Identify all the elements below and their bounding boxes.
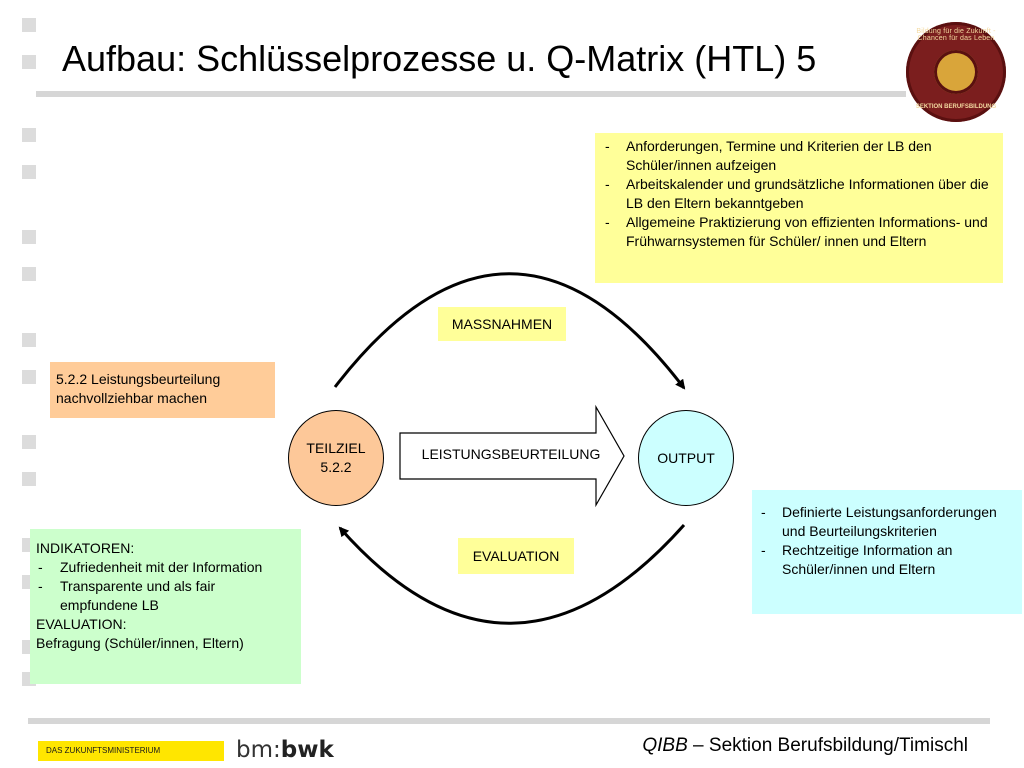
bmbwk-suffix: bwk: [280, 737, 334, 763]
footer-credit: QIBB – Sektion Berufsbildung/Timischl: [642, 735, 968, 757]
evaluation-text: Befragung (Schüler/innen, Eltern): [36, 635, 244, 651]
indicators-heading: INDIKATOREN:: [36, 540, 135, 556]
teilziel-node: TEILZIEL 5.2.2: [288, 410, 384, 506]
slide-bullet-marker: [22, 435, 36, 449]
logo-text-bottom: SEKTION BERUFSBILDUNG: [915, 104, 997, 110]
logo-face-icon: [934, 50, 978, 94]
sektion-berufsbildung-logo-icon: Bildung für die Zukunft - Chancen für da…: [906, 22, 1006, 122]
slide-bullet-marker: [22, 165, 36, 179]
evaluation-heading: EVALUATION:: [36, 616, 127, 632]
goal-box: 5.2.2 Leistungsbeurteilung nachvollziehb…: [50, 362, 275, 418]
bmbwk-prefix: bm:: [236, 737, 281, 763]
slide-bullet-marker: [22, 230, 36, 244]
indicators-box: INDIKATOREN: Zufriedenheit mit der Infor…: [30, 529, 301, 684]
bmbwk-logo: bm:bwk: [236, 737, 334, 763]
ministry-banner: DAS ZUKUNFTSMINISTERIUM: [38, 741, 224, 761]
footer-credit-qibb: QIBB: [642, 735, 688, 756]
bottom-arc-arrow: [338, 524, 686, 625]
footer-divider: [28, 718, 990, 724]
slide-title: Aufbau: Schlüsselprozesse u. Q-Matrix (H…: [62, 38, 817, 79]
output-item: Definierte Leistungsanforderungen und Be…: [755, 503, 1016, 541]
evaluation-label: EVALUATION: [458, 538, 574, 574]
slide-bullet-marker: [22, 472, 36, 486]
slide-bullet-marker: [22, 333, 36, 347]
requirement-item: Allgemeine Praktizierung von effizienten…: [599, 213, 995, 251]
process-label: LEISTUNGSBEURTEILUNG: [421, 446, 601, 462]
slide-bullet-marker: [22, 55, 36, 69]
slide-bullet-marker: [22, 267, 36, 281]
top-arc-arrow: [333, 272, 686, 390]
indicator-item: Zufriedenheit mit der Information: [36, 558, 295, 577]
title-underline: [36, 91, 906, 97]
footer-credit-text: – Sektion Berufsbildung/Timischl: [687, 735, 968, 756]
teilziel-label: TEILZIEL: [306, 440, 366, 456]
output-item: Rechtzeitige Information an Schüler/inne…: [755, 541, 1016, 579]
output-node: OUTPUT: [638, 410, 734, 506]
requirement-item: Anforderungen, Termine und Kriterien der…: [599, 137, 995, 175]
teilziel-number: 5.2.2: [320, 459, 352, 475]
output-box: Definierte Leistungsanforderungen und Be…: [752, 490, 1022, 614]
logo-text-top: Bildung für die Zukunft - Chancen für da…: [916, 28, 996, 42]
requirements-box: Anforderungen, Termine und Kriterien der…: [595, 133, 1003, 283]
output-label: OUTPUT: [657, 449, 715, 466]
slide-bullet-marker: [22, 128, 36, 142]
requirement-item: Arbeitskalender und grundsätzliche Infor…: [599, 175, 995, 213]
indicator-item: Transparente und als fair empfundene LB: [36, 577, 295, 615]
slide-bullet-marker: [22, 18, 36, 32]
massnahmen-label: MASSNAHMEN: [438, 307, 566, 341]
process-block-arrow: [399, 404, 625, 508]
slide-bullet-marker: [22, 370, 36, 384]
